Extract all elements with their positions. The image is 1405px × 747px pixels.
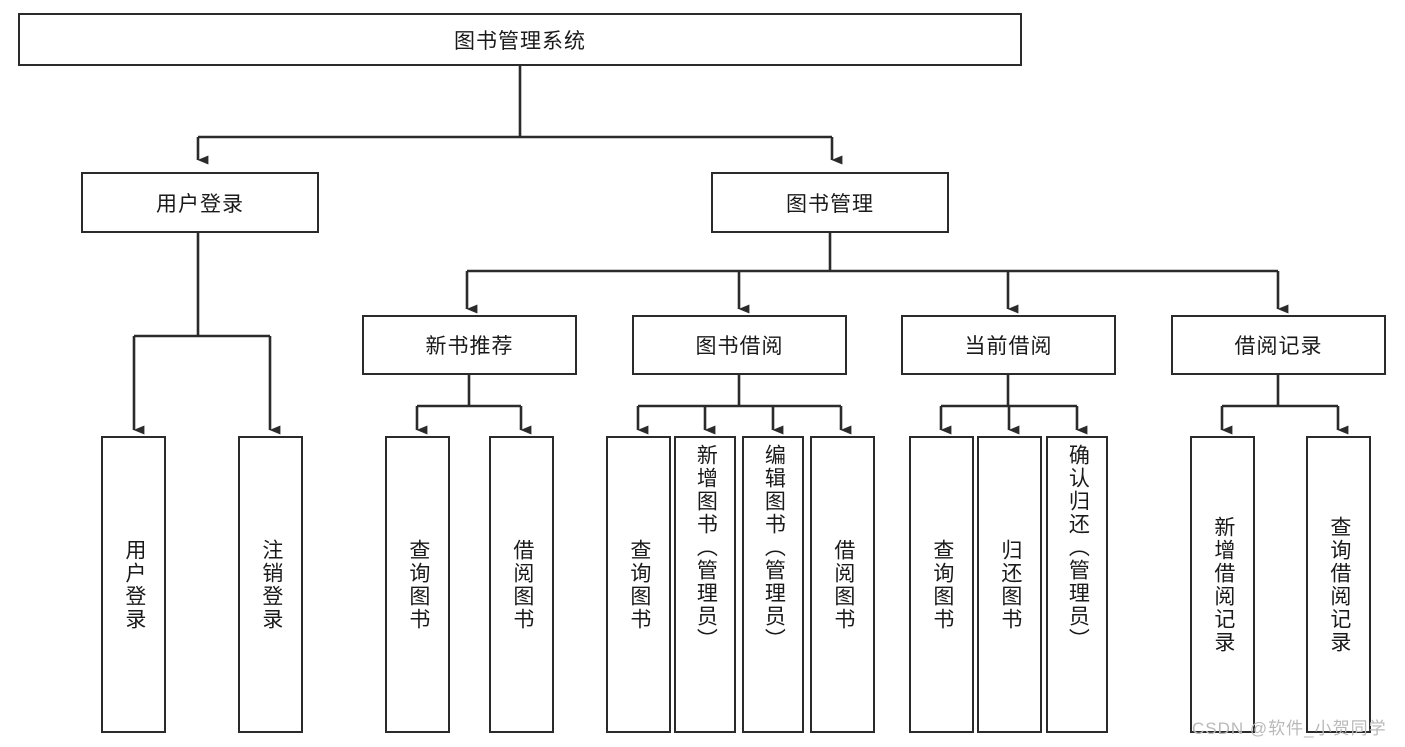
leaf-confirm-return[interactable]: 确认归还（管理员） xyxy=(1046,436,1108,733)
leaf-add-book[interactable]: 新增图书（管理员） xyxy=(674,436,736,733)
leaf-return-book-label: 归还图书 xyxy=(998,538,1022,631)
leaf-add-record[interactable]: 新增借阅记录 xyxy=(1190,436,1255,733)
leaf-add-record-label: 新增借阅记录 xyxy=(1211,515,1235,654)
leaf-user-login[interactable]: 用户登录 xyxy=(101,436,166,733)
leaf-query-record[interactable]: 查询借阅记录 xyxy=(1306,436,1371,733)
node-borrow-record-label: 借阅记录 xyxy=(1234,335,1323,358)
node-root[interactable]: 图书管理系统 xyxy=(18,13,1022,66)
leaf-borrow-book-2-label: 借阅图书 xyxy=(831,538,855,631)
node-book-manage[interactable]: 图书管理 xyxy=(711,172,949,233)
leaf-query-book-3[interactable]: 查询图书 xyxy=(909,436,974,733)
leaf-borrow-book-2[interactable]: 借阅图书 xyxy=(810,436,875,733)
node-book-manage-label: 图书管理 xyxy=(786,192,874,216)
node-current-borrow-label: 当前借阅 xyxy=(964,335,1053,358)
node-user-login-label: 用户登录 xyxy=(156,192,244,216)
node-borrow-record[interactable]: 借阅记录 xyxy=(1171,315,1386,375)
leaf-user-login-label: 用户登录 xyxy=(122,538,146,631)
leaf-query-book-3-label: 查询图书 xyxy=(930,538,954,631)
leaf-edit-book[interactable]: 编辑图书（管理员） xyxy=(742,436,804,733)
leaf-query-book-1[interactable]: 查询图书 xyxy=(385,436,450,733)
leaf-query-record-label: 查询借阅记录 xyxy=(1327,515,1351,654)
leaf-confirm-return-label: 确认归还（管理员） xyxy=(1066,444,1090,651)
leaf-query-book-2[interactable]: 查询图书 xyxy=(606,436,671,733)
leaf-return-book[interactable]: 归还图书 xyxy=(977,436,1042,733)
node-current-borrow[interactable]: 当前借阅 xyxy=(901,315,1116,375)
node-new-book-rec-label: 新书推荐 xyxy=(425,335,514,358)
node-root-label: 图书管理系统 xyxy=(454,29,586,53)
node-book-borrow[interactable]: 图书借阅 xyxy=(632,315,847,375)
leaf-query-book-2-label: 查询图书 xyxy=(627,538,651,631)
leaf-user-logout-label: 注销登录 xyxy=(259,538,283,631)
node-book-borrow-label: 图书借阅 xyxy=(695,335,784,358)
csdn-watermark: CSDN @软件_小贺同学 xyxy=(1192,719,1387,738)
leaf-add-book-label: 新增图书（管理员） xyxy=(694,444,718,651)
leaf-borrow-book-1-label: 借阅图书 xyxy=(510,538,534,631)
leaf-borrow-book-1[interactable]: 借阅图书 xyxy=(489,436,554,733)
leaf-user-logout[interactable]: 注销登录 xyxy=(238,436,303,733)
leaf-edit-book-label: 编辑图书（管理员） xyxy=(762,444,786,651)
node-new-book-rec[interactable]: 新书推荐 xyxy=(362,315,577,375)
node-user-login[interactable]: 用户登录 xyxy=(81,172,319,233)
leaf-query-book-1-label: 查询图书 xyxy=(406,538,430,631)
